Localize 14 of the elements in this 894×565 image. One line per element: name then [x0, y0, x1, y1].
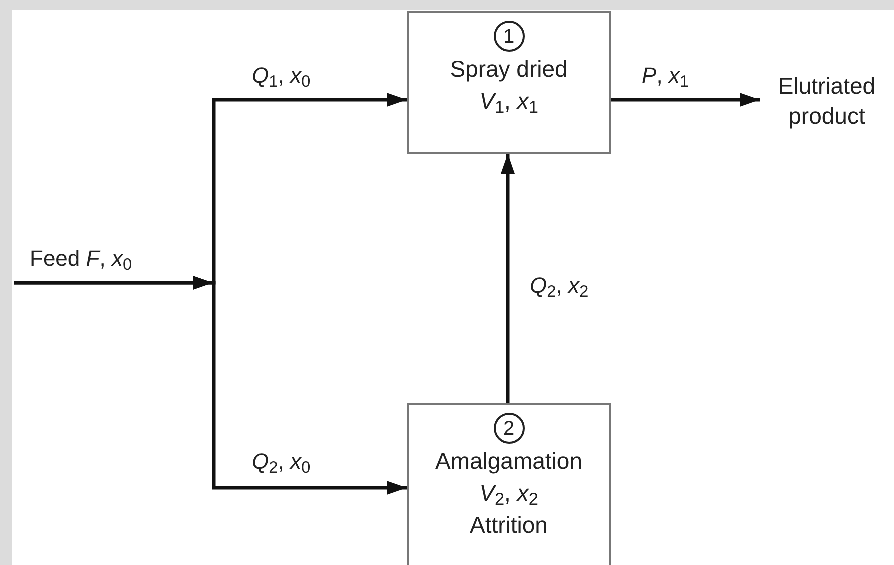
flow-label: Feed F, x$_{0}$ [30, 245, 132, 273]
flow-arrow [611, 93, 760, 107]
box-text: V$_{1}$, x$_{1}$ [480, 87, 538, 116]
flow-arrow [14, 276, 407, 495]
flow-arrow [501, 154, 515, 403]
box-text: Amalgamation [435, 447, 583, 476]
box-text: Attrition [470, 511, 548, 540]
output-text: Elutriated product [777, 72, 877, 131]
box-text: Spray dried [450, 55, 568, 84]
step-number: 1 [494, 21, 524, 52]
process-box [407, 403, 611, 565]
step-number: 2 [494, 413, 524, 444]
box-text: V$_{2}$, x$_{2}$ [480, 479, 538, 508]
process-box [407, 11, 611, 154]
